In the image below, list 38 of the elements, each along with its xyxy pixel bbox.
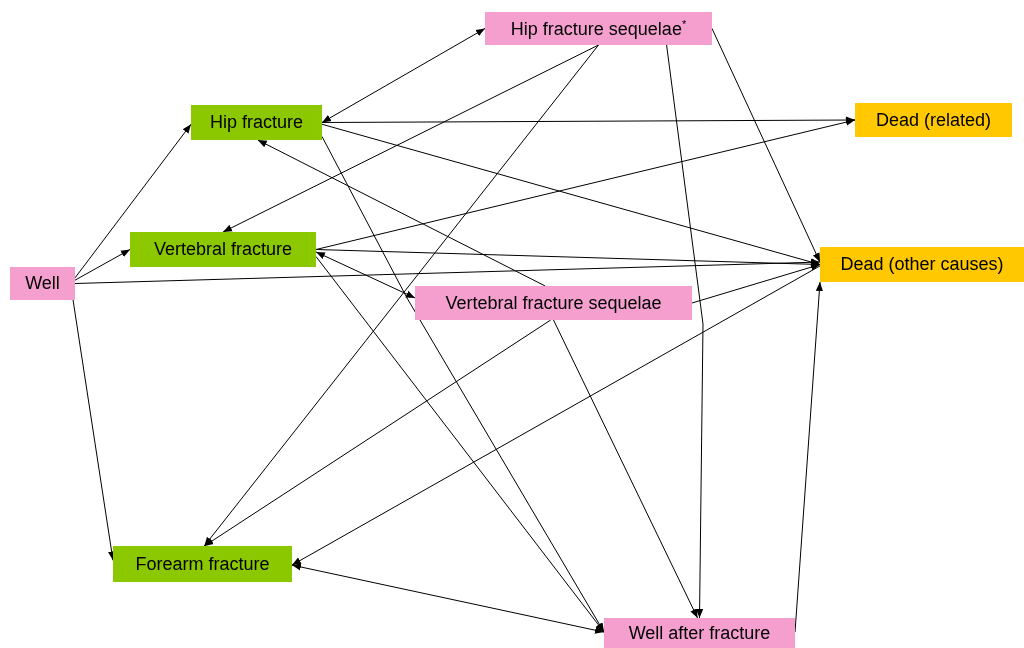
node-label: Dead (other causes): [840, 254, 1004, 275]
node-label: Vertebral fracture: [153, 239, 293, 260]
node-label: Dead (related): [875, 109, 992, 131]
state-box: [415, 286, 692, 320]
death-box: [855, 103, 1012, 137]
arrow: [321, 116, 856, 124]
arrow: [315, 118, 856, 250]
node-label: Forearm fracture: [135, 553, 270, 575]
fracture-box: [191, 105, 322, 140]
fracture-box: [130, 232, 316, 267]
arrow: [257, 139, 546, 287]
node-label: Hip fracture sequelae$^{*}$: [510, 17, 687, 40]
node-label: Well after fracture: [628, 622, 771, 644]
arrow: [315, 251, 416, 299]
arrow: [315, 256, 605, 633]
arrow: [203, 319, 552, 547]
arrow: [315, 249, 821, 268]
arrow: [321, 28, 486, 123]
arrow: [691, 263, 821, 304]
arrow: [666, 44, 704, 619]
node-label: Well: [25, 273, 60, 294]
state-box: [604, 618, 795, 648]
state-box: [10, 267, 75, 300]
arrow: [74, 249, 131, 281]
death-box: [820, 247, 1024, 282]
node-label: Vertebral fracture sequelae: [445, 292, 662, 314]
arrow: [203, 44, 599, 547]
fracture-box: [113, 546, 292, 582]
arrow: [553, 319, 699, 619]
arrow: [74, 258, 821, 284]
arrow: [74, 123, 192, 279]
arrow: [291, 563, 605, 634]
arrow: [291, 265, 821, 566]
arrow: [321, 136, 605, 633]
arrow: [222, 44, 599, 233]
state-box: [485, 12, 712, 45]
node-label: Hip fracture: [209, 112, 303, 133]
arrow: [321, 123, 821, 266]
